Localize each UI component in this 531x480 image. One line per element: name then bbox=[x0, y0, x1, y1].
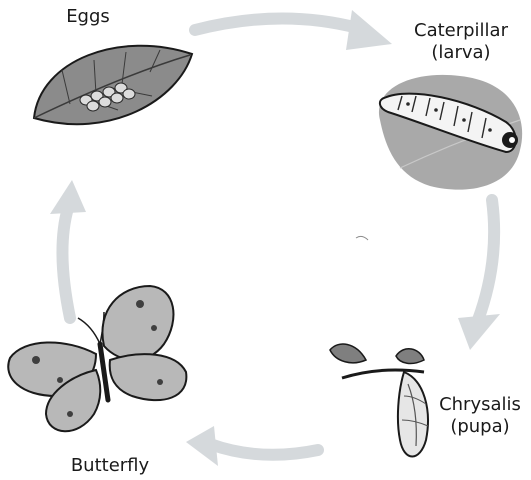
chrysalis-sublabel-text: (pupa) bbox=[434, 416, 526, 438]
chrysalis-label: Chrysalis (pupa) bbox=[434, 394, 526, 438]
caterpillar-sublabel-text: (larva) bbox=[408, 42, 514, 64]
caterpillar-label-text: Caterpillar bbox=[408, 20, 514, 42]
arrow-butterfly-to-eggs bbox=[50, 180, 86, 318]
caterpillar-on-leaf-icon bbox=[379, 75, 522, 190]
leaf-with-eggs-icon bbox=[34, 46, 192, 125]
butterfly-icon bbox=[8, 286, 186, 431]
arrow-caterpillar-to-chrysalis bbox=[458, 200, 500, 350]
chrysalis-label-text: Chrysalis bbox=[434, 394, 526, 416]
caterpillar-label: Caterpillar (larva) bbox=[408, 20, 514, 64]
center-mark bbox=[356, 236, 368, 240]
butterfly-label: Butterfly bbox=[55, 455, 165, 477]
arrow-chrysalis-to-butterfly bbox=[186, 426, 318, 466]
arrow-eggs-to-caterpillar bbox=[195, 10, 392, 50]
eggs-label: Eggs bbox=[58, 6, 118, 28]
butterfly-label-text: Butterfly bbox=[71, 455, 149, 476]
chrysalis-on-twig-icon bbox=[330, 344, 428, 456]
eggs-label-text: Eggs bbox=[66, 6, 110, 27]
